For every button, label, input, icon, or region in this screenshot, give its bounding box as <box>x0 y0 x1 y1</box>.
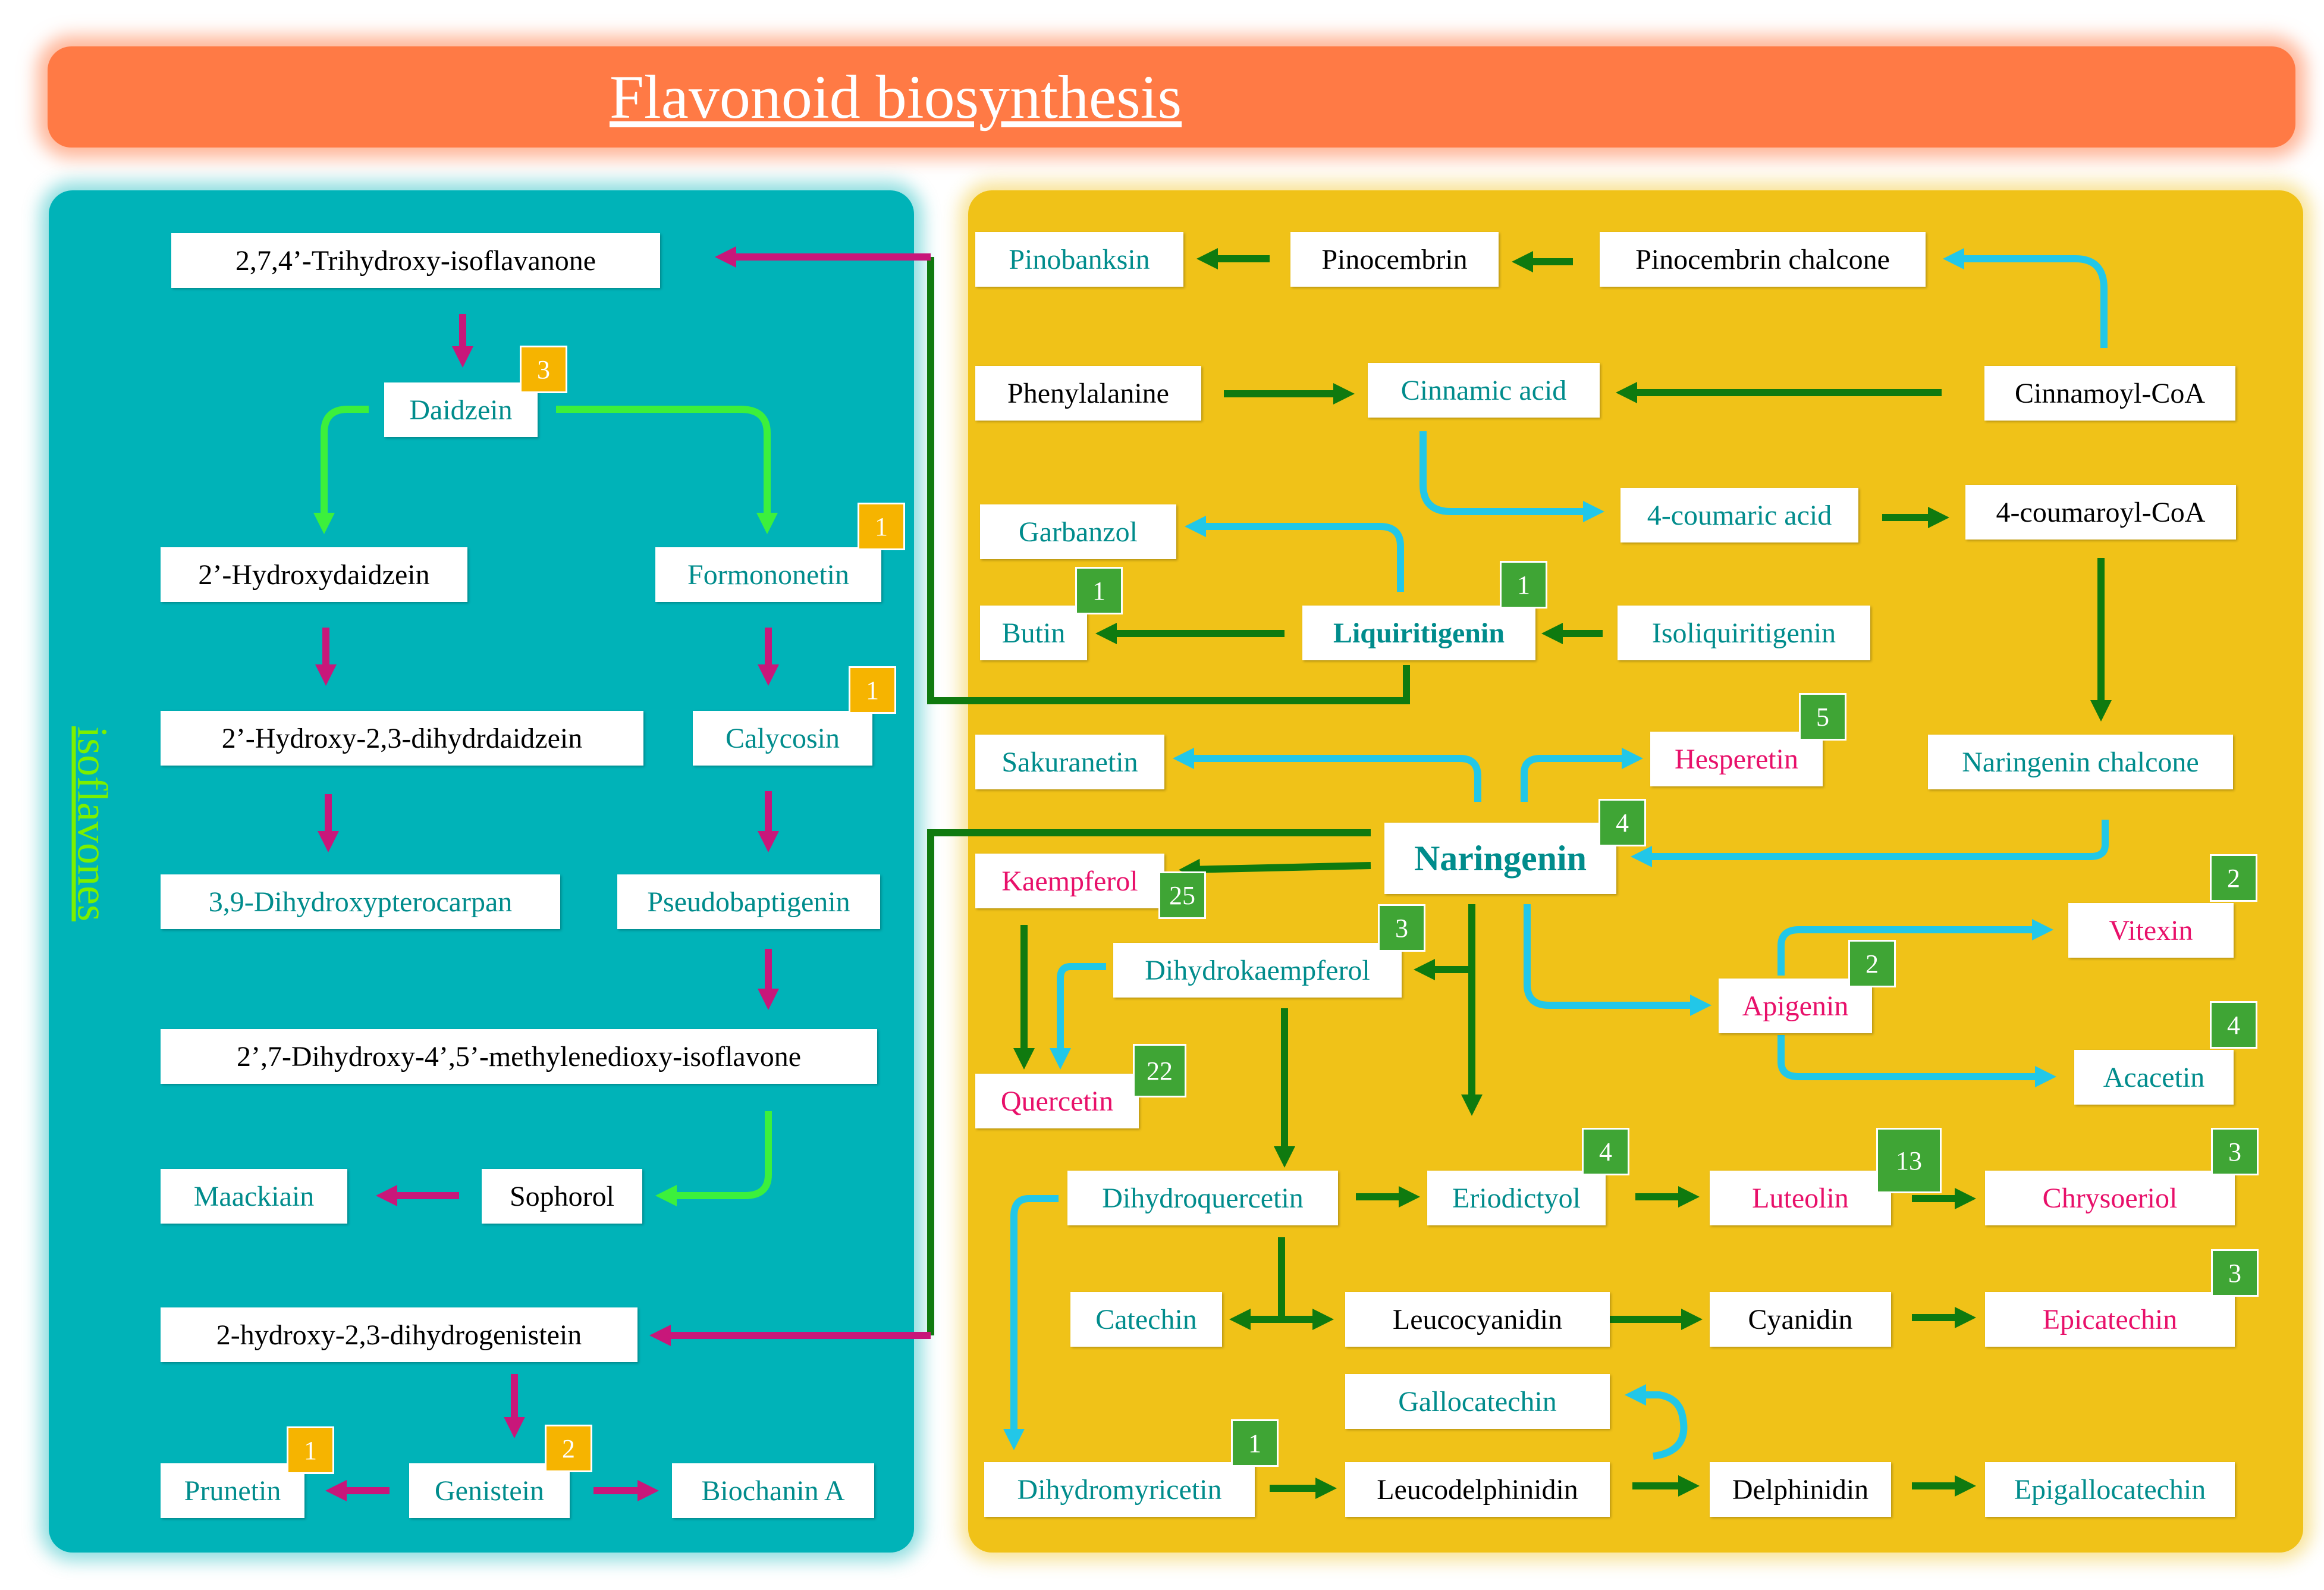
badge-calycosin: 1 <box>849 666 896 714</box>
badge-vitexin: 2 <box>2210 854 2257 902</box>
node-dihydroquercetin: Dihydroquercetin <box>1067 1171 1338 1225</box>
node-genistein: Genistein <box>409 1463 570 1518</box>
node-calycosin: Calycosin <box>693 711 872 766</box>
node-epicatechin: Epicatechin <box>1985 1292 2235 1347</box>
node-maackiain: Maackiain <box>161 1169 347 1224</box>
node-butin: Butin <box>980 606 1087 660</box>
badge-kaempferol: 25 <box>1158 871 1206 919</box>
badge-chrysoeriol: 3 <box>2211 1128 2259 1175</box>
node-naringenin: Naringenin <box>1384 823 1616 894</box>
node-cinnamoyl-coa: Cinnamoyl-CoA <box>1984 366 2235 421</box>
badge-epicatechin: 3 <box>2211 1249 2259 1297</box>
isoflavones-label: isoflavones <box>68 726 117 921</box>
node-pinocembrin: Pinocembrin <box>1290 232 1499 287</box>
badge-liquiritigenin: 1 <box>1500 561 1547 609</box>
badge-luteolin: 13 <box>1876 1128 1942 1193</box>
node-liquiritigenin: Liquiritigenin <box>1302 606 1535 660</box>
node-biochanin-a: Biochanin A <box>672 1463 874 1518</box>
node-acacetin: Acacetin <box>2074 1050 2234 1105</box>
node-luteolin: Luteolin <box>1710 1171 1891 1225</box>
node-hydroxy-dihydrogenistein: 2-hydroxy-2,3-dihydrogenistein <box>161 1307 637 1362</box>
node-methylenedioxy-isoflavone: 2’,7-Dihydroxy-4’,5’-methylenedioxy-isof… <box>161 1029 877 1084</box>
node-sakuranetin: Sakuranetin <box>975 735 1164 789</box>
badge-prunetin: 1 <box>287 1426 334 1474</box>
badge-naringenin: 4 <box>1598 799 1646 846</box>
badge-quercetin: 22 <box>1133 1044 1186 1097</box>
node-eriodictyol: Eriodictyol <box>1427 1171 1606 1225</box>
node-sophorol: Sophorol <box>482 1169 642 1224</box>
badge-dihydromyricetin: 1 <box>1231 1419 1279 1467</box>
node-dihydroxypterocarpan: 3,9-Dihydroxypterocarpan <box>161 874 560 929</box>
node-formononetin: Formononetin <box>655 547 881 602</box>
node-coumaric-acid: 4-coumaric acid <box>1620 488 1858 542</box>
node-chrysoeriol: Chrysoeriol <box>1985 1171 2235 1225</box>
node-hydroxydaidzein: 2’-Hydroxydaidzein <box>161 547 467 602</box>
diagram-title: Flavonoid biosynthesis <box>610 62 1182 131</box>
node-apigenin: Apigenin <box>1719 979 1872 1033</box>
node-epigallocatechin: Epigallocatechin <box>1985 1462 2235 1517</box>
node-garbanzol: Garbanzol <box>980 504 1176 559</box>
badge-apigenin: 2 <box>1848 940 1896 987</box>
node-prunetin: Prunetin <box>161 1463 304 1518</box>
badge-formononetin: 1 <box>858 503 905 550</box>
node-kaempferol: Kaempferol <box>975 854 1164 908</box>
badge-daidzein: 3 <box>520 346 567 393</box>
badge-butin: 1 <box>1075 567 1123 614</box>
node-vitexin: Vitexin <box>2068 903 2234 958</box>
node-dihydrokaempferol: Dihydrokaempferol <box>1113 943 1402 998</box>
node-leucocyanidin: Leucocyanidin <box>1345 1292 1610 1347</box>
node-hesperetin: Hesperetin <box>1650 732 1823 786</box>
node-cyanidin: Cyanidin <box>1710 1292 1891 1347</box>
node-pseudobaptigenin: Pseudobaptigenin <box>617 874 880 929</box>
node-daidzein: Daidzein <box>384 382 538 437</box>
node-quercetin: Quercetin <box>975 1074 1139 1128</box>
node-pinobanksin: Pinobanksin <box>975 232 1183 287</box>
node-trihydroxy-isoflavanone: 2,7,4’-Trihydroxy-isoflavanone <box>171 233 660 288</box>
node-leucodelphinidin: Leucodelphinidin <box>1345 1462 1610 1517</box>
node-dihydromyricetin: Dihydromyricetin <box>984 1462 1255 1517</box>
node-delphinidin: Delphinidin <box>1710 1462 1891 1517</box>
node-naringenin-chalcone: Naringenin chalcone <box>1928 735 2233 789</box>
badge-eriodictyol: 4 <box>1582 1128 1629 1175</box>
title-banner: Flavonoid biosynthesis <box>48 46 2295 148</box>
node-catechin: Catechin <box>1070 1292 1222 1347</box>
node-pinocembrin-chalcone: Pinocembrin chalcone <box>1600 232 1926 287</box>
node-gallocatechin: Gallocatechin <box>1345 1374 1610 1429</box>
badge-genistein: 2 <box>545 1425 592 1472</box>
node-isoliquiritigenin: Isoliquiritigenin <box>1618 606 1870 660</box>
node-phenylalanine: Phenylalanine <box>975 366 1201 421</box>
badge-acacetin: 4 <box>2210 1001 2257 1049</box>
node-hydroxy-dihydrdaidzein: 2’-Hydroxy-2,3-dihydrdaidzein <box>161 711 643 766</box>
node-coumaroyl-coa: 4-coumaroyl-CoA <box>1965 485 2236 540</box>
badge-hesperetin: 5 <box>1799 693 1846 741</box>
badge-dihydrokaempferol: 3 <box>1378 904 1425 952</box>
node-cinnamic-acid: Cinnamic acid <box>1368 363 1600 418</box>
